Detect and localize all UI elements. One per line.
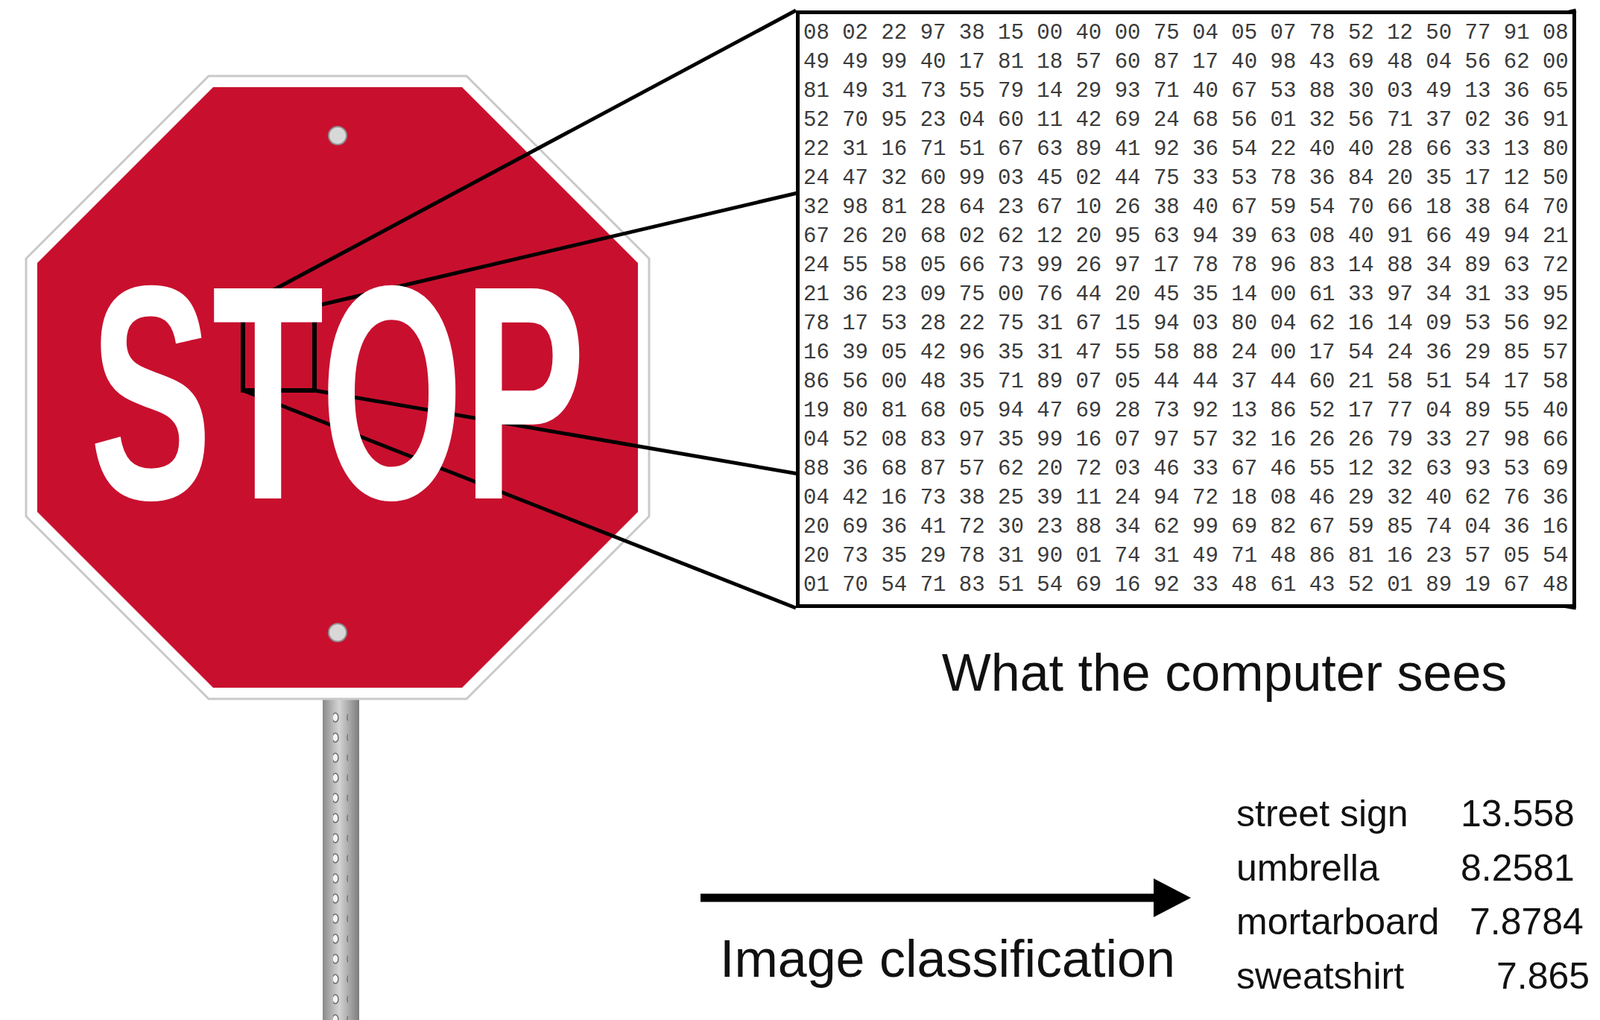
pixel-values: 88 36 68 87 57 62 20 72 03 46 33 67 46 5… [803,456,1569,482]
pixel-values: 67 26 20 68 02 62 12 20 95 63 94 39 63 0… [803,224,1569,249]
class-name: umbrella [1236,849,1380,887]
grid-row: 86 56 00 48 35 71 89 07 05 44 44 37 44 6… [803,367,1569,397]
grid-row: 20 69 36 41 72 30 23 88 34 62 99 69 82 6… [803,512,1569,542]
grid-row: 19 80 81 68 05 94 47 69 28 73 92 13 86 5… [803,396,1569,426]
classification-arrow-head [1153,878,1191,918]
grid-row: 21 36 23 09 75 00 76 44 20 45 35 14 00 6… [803,280,1569,310]
pixel-values: 78 17 53 28 22 75 31 67 15 94 03 80 04 6… [803,311,1569,337]
pixel-values: 49 49 99 40 17 81 18 57 60 87 17 40 98 4… [803,49,1569,75]
class-score: 7.865 [1496,957,1590,995]
pixel-values: 32 98 81 28 64 23 67 10 26 38 40 67 59 5… [803,195,1569,220]
class-score: 7.8784 [1469,903,1584,941]
class-name: mortarboard [1236,903,1440,941]
grid-row: 24 55 58 05 66 73 99 26 97 17 78 78 96 8… [803,251,1569,281]
grid-row: 16 39 05 42 96 35 31 47 55 58 88 24 00 1… [803,338,1569,368]
sign-bolt [328,126,347,145]
grid-row: 78 17 53 28 22 75 31 67 15 94 03 80 04 6… [803,309,1569,339]
grid-row: 81 49 31 73 55 79 14 29 93 71 40 67 53 8… [803,76,1569,106]
grid-row: 52 70 95 23 04 60 11 42 69 24 68 56 01 3… [803,105,1569,135]
pixel-values: 19 80 81 68 05 94 47 69 28 73 92 13 86 5… [803,398,1569,424]
pixel-values: 86 56 00 48 35 71 89 07 05 44 44 37 44 6… [803,369,1569,395]
class-name: street sign [1236,795,1409,833]
class-score: 13.558 [1460,795,1575,833]
pixel-values: 24 47 32 60 99 03 45 02 44 75 33 53 78 3… [803,166,1569,191]
grid-row: 24 47 32 60 99 03 45 02 44 75 33 53 78 3… [803,163,1569,194]
grid-row: 20 73 35 29 78 31 90 01 74 31 49 71 48 8… [803,541,1569,571]
grid-row: 67 26 20 68 02 62 12 20 95 63 94 39 63 0… [803,222,1569,252]
process-label: Image classification [719,933,1176,986]
sign-border [26,76,650,700]
grid-row: 49 49 99 40 17 81 18 57 60 87 17 40 98 4… [803,47,1569,77]
pixel-values: 20 73 35 29 78 31 90 01 74 31 49 71 48 8… [803,544,1569,569]
grid-row: 01 70 54 71 83 51 54 69 16 92 33 48 61 4… [803,570,1569,600]
pixel-values: 52 70 95 23 04 60 11 42 69 24 68 56 01 3… [803,108,1569,133]
pixel-grid-box: 08 02 22 97 38 15 00 40 00 75 04 05 07 7… [795,10,1577,609]
grid-row: 04 42 16 73 38 25 39 11 24 94 72 18 08 4… [803,483,1569,513]
sign-face [37,87,638,688]
pixel-values: 08 02 22 97 38 15 00 40 00 75 04 05 07 7… [803,20,1569,46]
pixel-values: 22 31 16 71 51 67 63 89 41 92 36 54 22 4… [803,137,1569,162]
pixel-values: 04 42 16 73 38 25 39 11 24 94 72 18 08 4… [803,485,1569,511]
sign-bolt [328,623,347,642]
pixel-values: 16 39 05 42 96 35 31 47 55 58 88 24 00 1… [803,340,1569,366]
grid-row: 88 36 68 87 57 62 20 72 03 46 33 67 46 5… [803,454,1569,484]
sign-lettering: STOP [89,239,586,546]
pixel-values: 01 70 54 71 83 51 54 69 16 92 33 48 61 4… [803,573,1569,598]
pixel-values: 21 36 23 09 75 00 76 44 20 45 35 14 00 6… [803,282,1569,308]
sign-pole [322,655,360,1020]
pole-holes [333,707,349,1020]
grid-caption: What the computer sees [941,646,1508,700]
class-score: 8.2581 [1460,849,1575,887]
pixel-values: 04 52 08 83 97 35 99 16 07 97 57 32 16 2… [803,427,1569,453]
classification-arrow-shaft [700,894,1160,903]
grid-row: 04 52 08 83 97 35 99 16 07 97 57 32 16 2… [803,425,1569,455]
grid-row: 32 98 81 28 64 23 67 10 26 38 40 67 59 5… [803,193,1569,223]
pixel-values: 20 69 36 41 72 30 23 88 34 62 99 69 82 6… [803,514,1569,540]
grid-row: 22 31 16 71 51 67 63 89 41 92 36 54 22 4… [803,134,1569,164]
pixel-values: 81 49 31 73 55 79 14 29 93 71 40 67 53 8… [803,78,1569,104]
class-name: sweatshirt [1236,957,1405,995]
pixel-values: 24 55 58 05 66 73 99 26 97 17 78 78 96 8… [803,253,1569,278]
grid-row: 08 02 22 97 38 15 00 40 00 75 04 05 07 7… [803,18,1569,48]
